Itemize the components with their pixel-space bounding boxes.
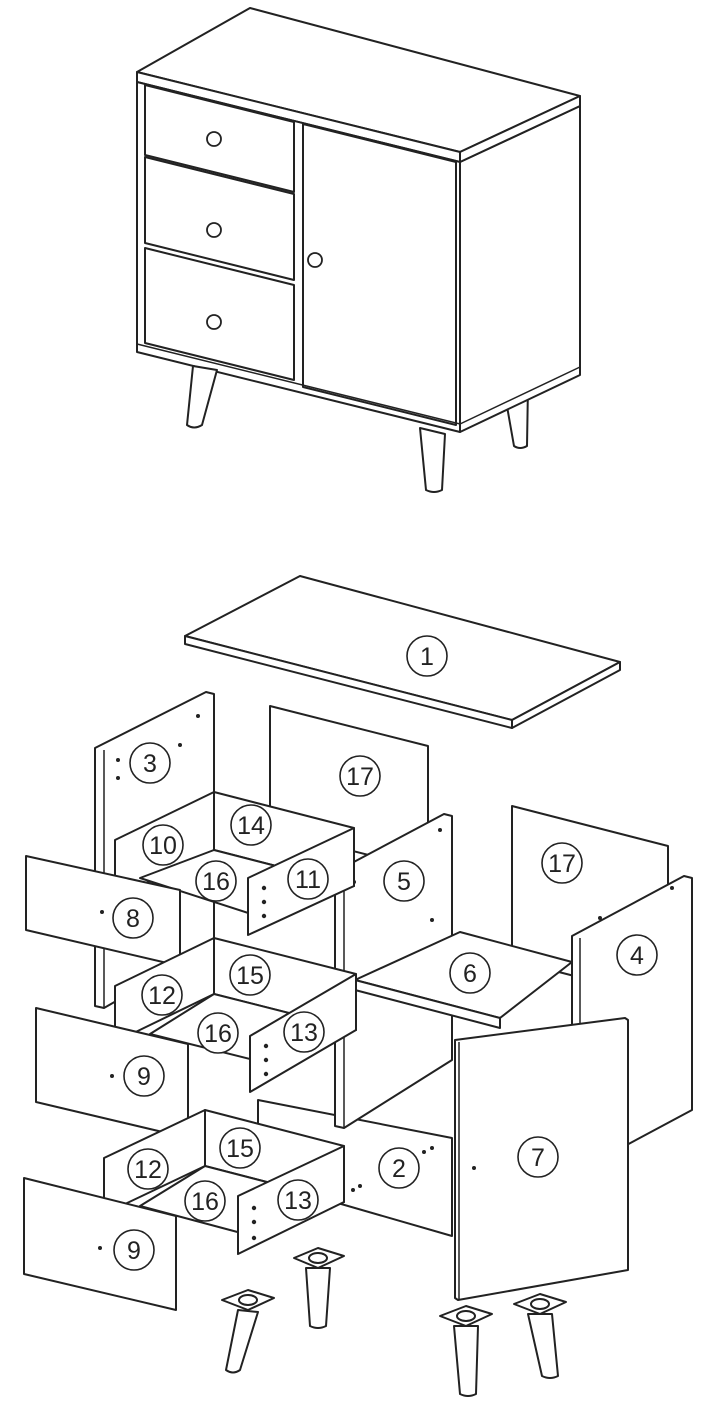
callout-circle [230, 804, 272, 846]
callout-number: 14 [237, 812, 265, 840]
callout-number: 16 [204, 1020, 232, 1048]
callout-part-3: 3 [129, 742, 171, 784]
leg-2 [305, 1267, 331, 1329]
knob-icon [307, 252, 323, 268]
callout-circle [449, 952, 491, 994]
leg-1 [225, 1309, 259, 1374]
callout-part-7: 7 [517, 1136, 559, 1178]
callout-number: 11 [295, 866, 321, 894]
callout-circle [123, 1055, 165, 1097]
callout-circle [127, 1148, 169, 1190]
callout-part-4: 4 [616, 934, 658, 976]
callout-number: 10 [149, 832, 177, 860]
callout-circle [339, 755, 381, 797]
callout-number: 4 [630, 942, 644, 970]
exploded-view [23, 575, 693, 1397]
leg-4 [527, 1313, 559, 1379]
callout-part-15b: 15 [219, 1127, 261, 1169]
cabinet-leg-front-left [186, 365, 218, 429]
callout-circle [112, 897, 154, 939]
callout-part-14: 14 [230, 804, 272, 846]
cabinet-side-right [459, 105, 581, 433]
callout-circle [197, 1012, 239, 1054]
callout-circle [142, 824, 184, 866]
callout-number: 7 [531, 1144, 545, 1172]
callout-part-8: 8 [112, 897, 154, 939]
callout-number: 12 [148, 982, 176, 1010]
knob-icon [206, 314, 222, 330]
assembled-cabinet [136, 7, 581, 493]
callout-circle [195, 860, 237, 902]
callout-number: 17 [346, 763, 374, 791]
callout-circle [517, 1136, 559, 1178]
drawer-front-bottom [144, 247, 295, 381]
callout-number: 16 [191, 1188, 219, 1216]
callout-number: 2 [392, 1155, 406, 1183]
callout-part-16a: 16 [195, 860, 237, 902]
cabinet-bottom-rail [136, 343, 581, 425]
cabinet-leg-front-right [419, 427, 446, 493]
callout-part-11: 11 [287, 858, 329, 900]
callout-circle [287, 858, 329, 900]
callout-part-9a: 9 [123, 1055, 165, 1097]
cabinet-door [302, 123, 457, 426]
callout-part-13b: 13 [277, 1179, 319, 1221]
callout-part-17b: 17 [541, 842, 583, 884]
callout-circle [141, 974, 183, 1016]
callout-part-10: 10 [142, 824, 184, 866]
callout-part-13a: 13 [283, 1011, 325, 1053]
callout-part-15a: 15 [229, 954, 271, 996]
knob-icon [206, 222, 222, 238]
leg-group [221, 1247, 567, 1397]
callout-circle [229, 954, 271, 996]
callout-number: 8 [126, 905, 140, 933]
callout-number: 15 [226, 1135, 254, 1163]
callout-number: 13 [290, 1019, 318, 1047]
callout-number: 17 [548, 850, 576, 878]
callout-part-2: 2 [378, 1147, 420, 1189]
callout-circle [219, 1127, 261, 1169]
knob-icon [206, 131, 222, 147]
callout-number: 13 [284, 1187, 312, 1215]
callout-circle [113, 1229, 155, 1271]
callout-circle [383, 860, 425, 902]
callout-part-5: 5 [383, 860, 425, 902]
callout-number: 6 [463, 960, 477, 988]
callout-number: 5 [397, 868, 411, 896]
callout-part-9b: 9 [113, 1229, 155, 1271]
top-panel-1-side-edge [511, 661, 621, 729]
callout-part-1: 1 [406, 635, 448, 677]
callout-part-6: 6 [449, 952, 491, 994]
callout-circle [378, 1147, 420, 1189]
callout-circle [283, 1011, 325, 1053]
callout-part-12a: 12 [141, 974, 183, 1016]
callout-number: 3 [143, 750, 157, 778]
callout-number: 15 [236, 962, 264, 990]
callout-part-12b: 12 [127, 1148, 169, 1190]
drawer-front-9b [23, 1177, 177, 1311]
callout-number: 1 [420, 643, 434, 671]
callout-part-17a: 17 [339, 755, 381, 797]
callout-part-16c: 16 [184, 1180, 226, 1222]
callout-number: 9 [137, 1063, 151, 1091]
callout-circle [541, 842, 583, 884]
cabinet-top-side-edge [459, 95, 581, 163]
callout-number: 9 [127, 1237, 141, 1265]
callout-part-16b: 16 [197, 1012, 239, 1054]
callout-circle [277, 1179, 319, 1221]
callout-circle [406, 635, 448, 677]
callout-circle [184, 1180, 226, 1222]
callout-number: 12 [134, 1156, 162, 1184]
callout-circle [129, 742, 171, 784]
callout-circle [616, 934, 658, 976]
callout-number: 16 [202, 868, 230, 896]
leg-3 [453, 1325, 479, 1397]
drawer-front-middle [144, 156, 295, 281]
